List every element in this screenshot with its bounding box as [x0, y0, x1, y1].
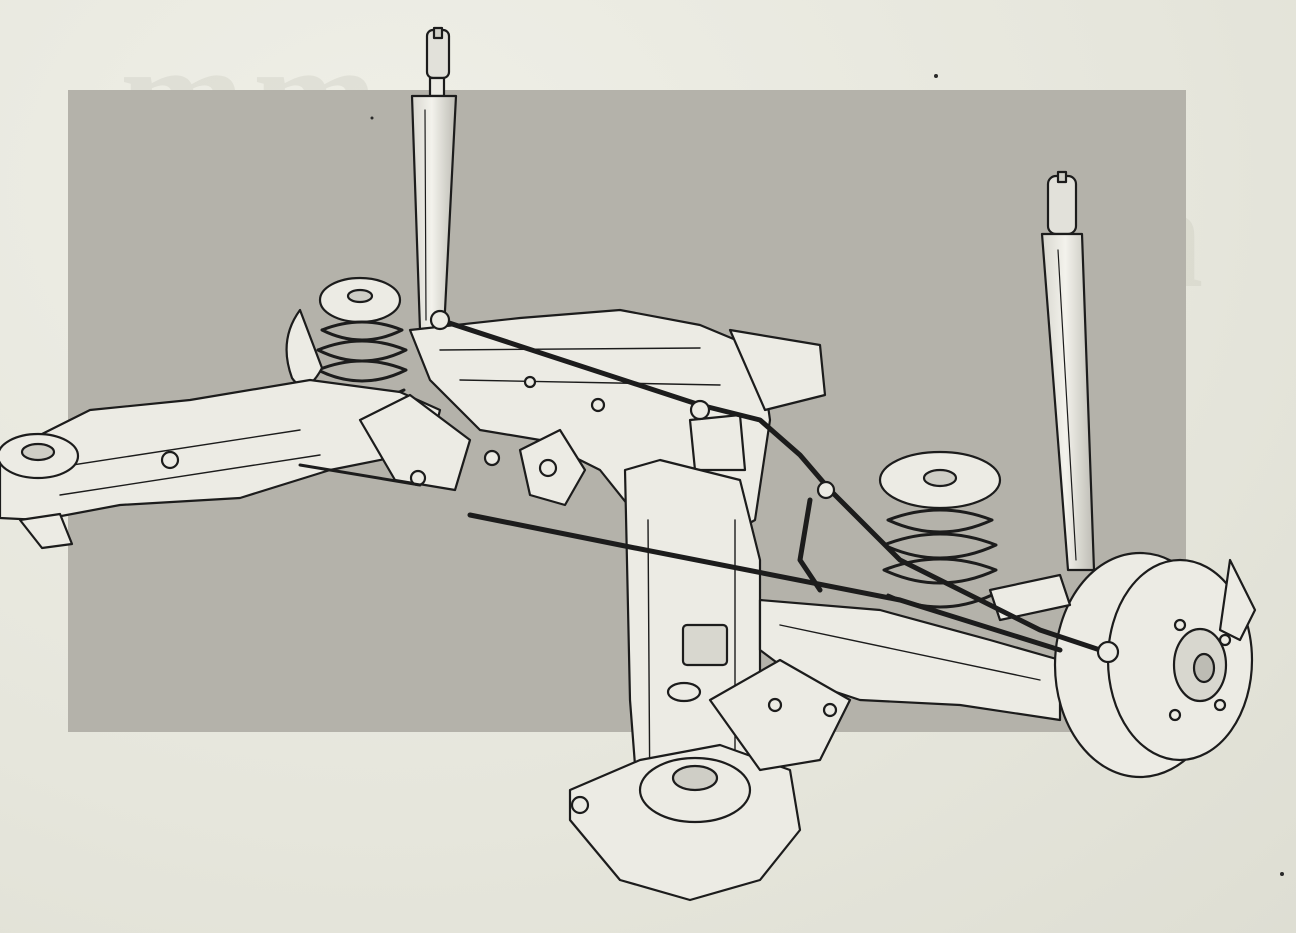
left-shock-absorber [410, 26, 458, 332]
rear-mount-block [728, 328, 827, 412]
paper-specks [370, 74, 1284, 876]
right-coil-spring [878, 450, 1002, 609]
left-mount-bracket [298, 393, 472, 492]
left-brake-disc [285, 308, 324, 388]
right-trailing-arm [708, 598, 1062, 772]
right-brake-disc [1053, 551, 1257, 779]
lower-bushing-mount [568, 743, 802, 902]
left-coil-spring [316, 276, 408, 402]
left-trailing-arm [0, 378, 442, 550]
left-knuckle [483, 428, 587, 507]
right-shock-absorber [1040, 170, 1096, 572]
tie-rod-joints [429, 309, 1120, 664]
anti-roll-bar [437, 317, 1103, 653]
